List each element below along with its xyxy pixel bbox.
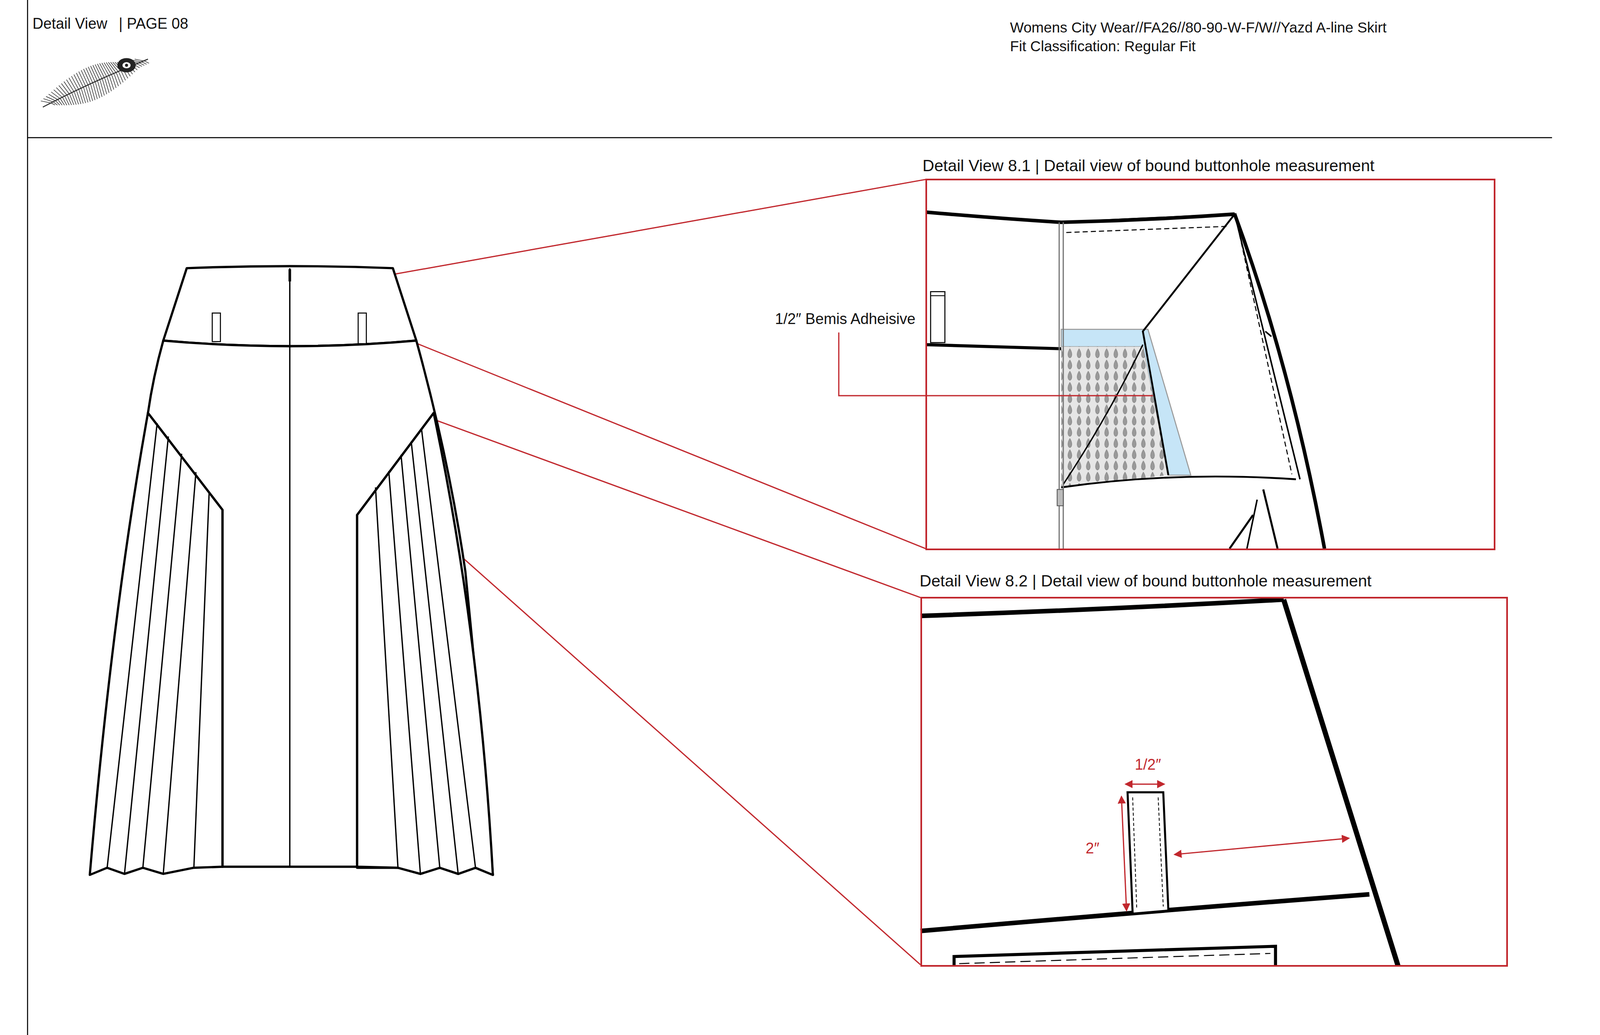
page-number: | PAGE 08 — [118, 15, 189, 33]
style-reference: Womens City Wear//FA26//80-90-W-F/W//Yaz… — [1010, 19, 1387, 36]
fit-classification: Fit Classification: Regular Fit — [1010, 37, 1196, 55]
material-callout: 1/2″ Bemis Adheisive — [775, 310, 916, 328]
dimension-label: 1/2″ — [1134, 756, 1163, 774]
detail-frame — [925, 178, 1496, 551]
detail-view-box: Detail View 8.1 | Detail view of bound b… — [922, 156, 1498, 551]
detail-heading: Detail View 8.1 | Detail view of bound b… — [922, 156, 1498, 176]
detail-frame — [920, 597, 1508, 968]
page-title: Detail View — [32, 15, 108, 33]
dimension-label: 2″ — [1085, 840, 1101, 858]
detail-heading: Detail View 8.2 | Detail view of bound b… — [919, 572, 1510, 591]
detail-view-box: Detail View 8.2 | Detail view of bound b… — [919, 572, 1510, 968]
